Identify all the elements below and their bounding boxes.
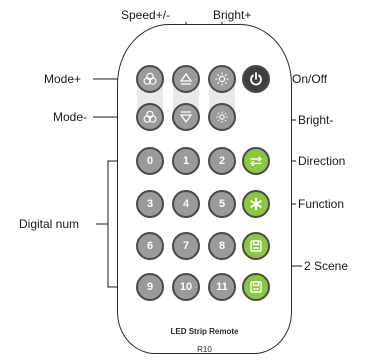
label-scene: 2 Scene bbox=[304, 259, 349, 273]
bright-plus-button[interactable] bbox=[208, 65, 236, 93]
digit-button-5[interactable]: 5 bbox=[208, 190, 236, 218]
label-direction: Direction bbox=[298, 154, 346, 168]
digit-button-6[interactable]: 6 bbox=[136, 232, 164, 260]
digit-button-2[interactable]: 2 bbox=[208, 147, 236, 175]
mode-plus-button[interactable] bbox=[136, 65, 164, 93]
speed-up-button[interactable] bbox=[172, 65, 200, 93]
digit-button-4[interactable]: 4 bbox=[172, 190, 200, 218]
label-digital-num: Digital num bbox=[19, 217, 80, 231]
label-bright-plus: Bright+ bbox=[213, 8, 252, 22]
digit-button-11[interactable]: 11 bbox=[208, 273, 236, 301]
label-function: Function bbox=[298, 197, 345, 211]
sun-dim-icon bbox=[216, 111, 228, 123]
digit-button-3[interactable]: 3 bbox=[136, 190, 164, 218]
scene-1-button[interactable] bbox=[242, 232, 270, 260]
remote-model: R10 bbox=[197, 345, 212, 354]
mode-circles-icon bbox=[143, 72, 157, 85]
function-button[interactable] bbox=[242, 190, 270, 218]
label-mode-plus: Mode+ bbox=[44, 72, 82, 86]
save-icon bbox=[250, 240, 262, 252]
direction-button[interactable] bbox=[242, 147, 270, 175]
digit-button-7[interactable]: 7 bbox=[172, 232, 200, 260]
mode-minus-button[interactable] bbox=[136, 103, 164, 131]
power-icon bbox=[250, 72, 262, 86]
remote-name: LED Strip Remote bbox=[170, 327, 239, 336]
digit-button-9[interactable]: 9 bbox=[136, 273, 164, 301]
label-bright-minus: Bright- bbox=[298, 113, 334, 127]
mode-circles-icon bbox=[143, 110, 157, 123]
label-on-off: On/Off bbox=[292, 72, 328, 86]
digit-button-8[interactable]: 8 bbox=[208, 232, 236, 260]
label-speed: Speed+/- bbox=[121, 8, 171, 22]
save-icon bbox=[250, 281, 262, 293]
triangle-down-icon bbox=[179, 111, 193, 124]
digit-button-0[interactable]: 0 bbox=[136, 147, 164, 175]
direction-arrows-icon bbox=[249, 156, 263, 167]
power-button[interactable] bbox=[242, 65, 270, 93]
asterisk-icon bbox=[250, 197, 262, 211]
bright-minus-button[interactable] bbox=[208, 103, 236, 131]
digit-button-1[interactable]: 1 bbox=[172, 147, 200, 175]
speed-down-button[interactable] bbox=[172, 103, 200, 131]
triangle-up-icon bbox=[179, 72, 193, 85]
scene-2-button[interactable] bbox=[242, 273, 270, 301]
digit-button-10[interactable]: 10 bbox=[172, 273, 200, 301]
sun-bright-icon bbox=[215, 72, 229, 86]
label-mode-minus: Mode- bbox=[53, 110, 88, 124]
